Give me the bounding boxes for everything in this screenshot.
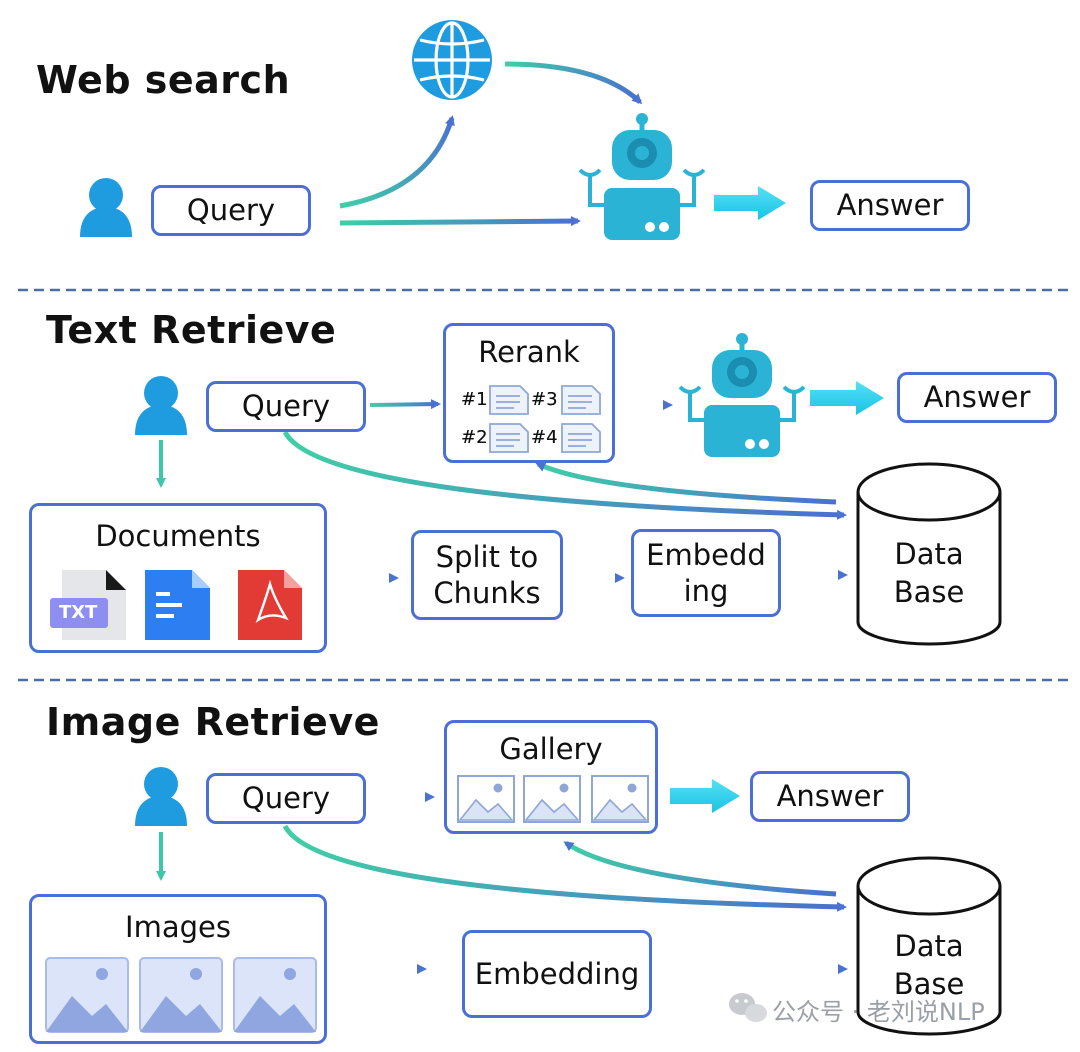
arrow-database-to-rerank (535, 461, 837, 505)
rank-label-overlay: #4 (531, 427, 558, 448)
txt-badge-overlay: TXT (59, 602, 98, 623)
arrow-query-to-robot (339, 216, 581, 227)
rank-label: #1 (461, 389, 488, 410)
arrow-query-to-globe (339, 115, 455, 209)
split-chunks-box: Split to Chunks (411, 530, 563, 620)
arrow-globe-to-robot (504, 61, 643, 105)
section-title-text-retrieve: Text Retrieve (46, 308, 337, 352)
rank-label-overlay: #3 (531, 389, 558, 410)
user-icon (135, 376, 187, 435)
watermark-text: 公众号 · 老刘说NLP (772, 998, 985, 1026)
big-arrow-icon (810, 381, 884, 415)
text-answer-box: Answer (897, 372, 1057, 423)
rank-label-overlay: #1 (461, 389, 488, 410)
user-icon (80, 178, 132, 237)
arrow-query-to-database (282, 824, 847, 912)
section-title-web-search: Web search (36, 58, 291, 102)
documents-box: Documents (29, 503, 327, 653)
rank-label: #2 (461, 427, 488, 448)
image-embedding-box: Embedding (462, 930, 652, 1018)
section-title-image-retrieve: Image Retrieve (46, 700, 380, 744)
text-database-label: Data Base (893, 537, 965, 609)
image-query-box: Query (206, 773, 366, 824)
database-icon (856, 462, 1002, 646)
arrow-query-to-rerank (369, 399, 441, 410)
robot-icon (678, 333, 806, 457)
rank-label: #4 (531, 427, 558, 448)
database-icon (856, 856, 1002, 1036)
user-icon (135, 767, 187, 826)
web-answer-box: Answer (810, 180, 970, 231)
big-arrow-icon (714, 186, 786, 220)
big-arrow-icon (670, 779, 740, 813)
text-query-box: Query (206, 381, 366, 432)
image-database-label: Data Base (893, 929, 965, 1001)
gallery-box: Gallery (444, 720, 658, 834)
image-answer-box: Answer (750, 771, 910, 822)
web-query-box: Query (151, 185, 311, 236)
globe-icon (412, 20, 492, 100)
images-title: Images (125, 910, 231, 944)
documents-title: Documents (95, 519, 261, 553)
arrow-query-to-database (282, 430, 847, 520)
arrow-database-to-gallery (563, 840, 837, 897)
rank-label: #3 (531, 389, 558, 410)
rerank-title: Rerank (478, 335, 580, 369)
wechat-icon (729, 993, 767, 1022)
gallery-title: Gallery (499, 732, 603, 766)
text-embedding-box: Embedd ing (631, 529, 781, 617)
images-box: Images (29, 894, 327, 1044)
robot-icon (578, 113, 706, 240)
rank-label-overlay: #2 (461, 427, 488, 448)
